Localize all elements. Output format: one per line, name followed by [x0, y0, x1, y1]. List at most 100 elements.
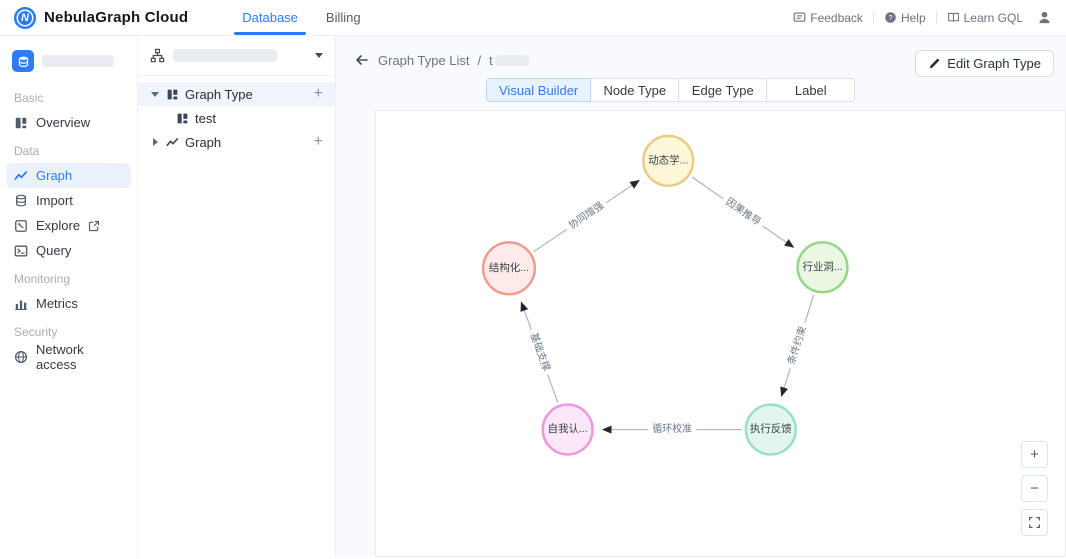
- sidebar-item-label: Import: [36, 193, 73, 208]
- user-icon[interactable]: [1037, 10, 1052, 25]
- brand-name: NebulaGraph Cloud: [44, 9, 189, 26]
- pencil-icon: [928, 57, 941, 70]
- sidebar-item-graph[interactable]: Graph: [6, 163, 131, 188]
- sidebar-item-metrics[interactable]: Metrics: [0, 291, 137, 316]
- tab-label[interactable]: Label: [766, 78, 856, 102]
- zoom-in-button[interactable]: +: [1021, 441, 1048, 468]
- add-graph-type-button[interactable]: +: [313, 85, 323, 102]
- tab-node-type[interactable]: Node Type: [590, 78, 680, 102]
- graph-edge-label-self-awareness-to-structured: 基础支撑: [524, 327, 555, 378]
- sidebar-item-label: Explore: [36, 218, 81, 233]
- explore-icon: [14, 219, 28, 233]
- graph-type-icon: [176, 112, 189, 125]
- svg-text:循环校准: 循环校准: [652, 422, 692, 435]
- edit-button-label: Edit Graph Type: [947, 56, 1041, 71]
- graph-edge-label-dynamic-learning-to-industry-insight: 因果推导: [719, 193, 767, 232]
- fit-view-button[interactable]: [1021, 509, 1048, 536]
- breadcrumb-root[interactable]: Graph Type List: [378, 52, 470, 68]
- svg-text:自我认...: 自我认...: [548, 422, 588, 435]
- tab-edge-type[interactable]: Edge Type: [678, 78, 768, 102]
- divider: [935, 11, 937, 24]
- sidebar-item-query[interactable]: Query: [0, 238, 137, 263]
- graph-node-structured[interactable]: 结构化...: [481, 241, 537, 296]
- chevron-down-icon[interactable]: [150, 91, 160, 97]
- learn-gql-label: Learn GQL: [963, 10, 1023, 25]
- sidebar-item-label: Overview: [36, 115, 91, 130]
- overview-icon: [14, 116, 28, 130]
- edit-graph-type-button[interactable]: Edit Graph Type: [915, 50, 1054, 77]
- add-graph-button[interactable]: +: [313, 133, 323, 150]
- external-link-icon: [88, 220, 100, 232]
- brand[interactable]: N NebulaGraph Cloud: [0, 6, 202, 29]
- graph-edge-label-industry-insight-to-execution-feedback: 条件约束: [783, 320, 812, 371]
- left-sidebar: Basic Overview Data Graph Import Explore…: [0, 36, 138, 557]
- fullscreen-icon: [1028, 516, 1041, 529]
- tab-visual-builder[interactable]: Visual Builder: [486, 78, 592, 102]
- tree-row-test[interactable]: test: [138, 106, 335, 130]
- section-title-data: Data: [14, 144, 40, 158]
- sidebar-item-label: Network access: [36, 341, 84, 372]
- feedback-link[interactable]: Feedback: [793, 11, 863, 25]
- sidebar-item-label: Graph: [36, 168, 73, 183]
- tree-row-label: Graph: [185, 134, 222, 150]
- svg-text:基础支撑: 基础支撑: [528, 331, 554, 373]
- svg-text:因果推导: 因果推导: [723, 195, 763, 228]
- graph-node-execution-feedback[interactable]: 执行反馈: [744, 403, 797, 456]
- view-tabs: Visual Builder Node Type Edge Type Label: [486, 78, 856, 102]
- graph-selector-dropdown[interactable]: [138, 36, 335, 76]
- graph-type-icon: [166, 88, 179, 101]
- breadcrumb-separator: /: [477, 52, 482, 68]
- sidebar-item-overview[interactable]: Overview: [0, 110, 137, 135]
- graph-edge-label-execution-feedback-to-self-awareness: 循环校准: [648, 422, 697, 437]
- graph-node-dynamic-learning[interactable]: 动态学...: [642, 134, 695, 187]
- sidebar-item-explore[interactable]: Explore: [0, 213, 137, 238]
- section-title-monitoring: Monitoring: [14, 272, 71, 286]
- sidebar-item-label: Query: [36, 243, 72, 258]
- back-arrow-icon[interactable]: [354, 52, 370, 68]
- instance-selector[interactable]: [0, 46, 137, 82]
- sidebar-item-import[interactable]: Import: [0, 188, 137, 213]
- breadcrumb-current: t: [489, 53, 529, 68]
- zoom-out-button[interactable]: −: [1021, 475, 1048, 502]
- graph-line-icon: [14, 169, 28, 183]
- sidebar-item-network-access[interactable]: Network access: [0, 341, 137, 372]
- redacted-graph-name: [173, 49, 277, 62]
- section-title-basic: Basic: [14, 91, 44, 105]
- graph-edge-label-structured-to-dynamic-learning: 协同增强: [562, 196, 611, 236]
- help-link[interactable]: ? Help: [884, 11, 926, 25]
- help-label: Help: [900, 10, 926, 25]
- metrics-icon: [14, 297, 28, 311]
- caret-down-icon: [315, 53, 323, 58]
- schema-tree: Graph Type + test Graph +: [138, 76, 335, 154]
- svg-text:行业洞...: 行业洞...: [803, 260, 843, 273]
- section-title-security: Security: [14, 325, 58, 339]
- redacted-breadcrumb-text: [494, 54, 529, 66]
- learn-gql-link[interactable]: Learn GQL: [947, 11, 1023, 25]
- graph-canvas[interactable]: 协同增强 因果推导条件约束循环校准 基础支撑 动态学... 行业洞... 执行反馈 自我认.…: [375, 110, 1066, 557]
- hierarchy-icon: [150, 48, 165, 63]
- graph-node-self-awareness[interactable]: 自我认...: [541, 403, 594, 456]
- graph-node-industry-insight[interactable]: 行业洞...: [796, 241, 849, 294]
- top-header: N NebulaGraph Cloud Database Billing Fee…: [0, 0, 1066, 36]
- redacted-instance-name: [42, 55, 114, 67]
- tree-row-label: test: [195, 110, 216, 126]
- divider: [872, 11, 874, 24]
- graph-line-icon: [166, 136, 179, 149]
- nav-tab-billing[interactable]: Billing: [325, 10, 361, 25]
- breadcrumb: Graph Type List / t: [354, 52, 529, 68]
- help-icon: ?: [884, 11, 897, 24]
- feedback-label: Feedback: [810, 10, 863, 25]
- svg-text:动态学...: 动态学...: [648, 153, 688, 166]
- tree-row-label: Graph Type: [185, 86, 253, 102]
- book-icon: [947, 11, 960, 24]
- chevron-right-icon[interactable]: [150, 138, 160, 146]
- tree-row-graph[interactable]: Graph +: [138, 130, 335, 154]
- import-icon: [14, 194, 28, 208]
- main-content: Graph Type List / t Edit Graph Type Visu…: [336, 36, 1066, 557]
- svg-text:?: ?: [888, 13, 892, 22]
- tree-row-graph-type[interactable]: Graph Type +: [138, 82, 335, 106]
- nav-tab-database[interactable]: Database: [228, 0, 312, 35]
- svg-text:结构化...: 结构化...: [489, 261, 529, 274]
- feedback-icon: [793, 11, 806, 24]
